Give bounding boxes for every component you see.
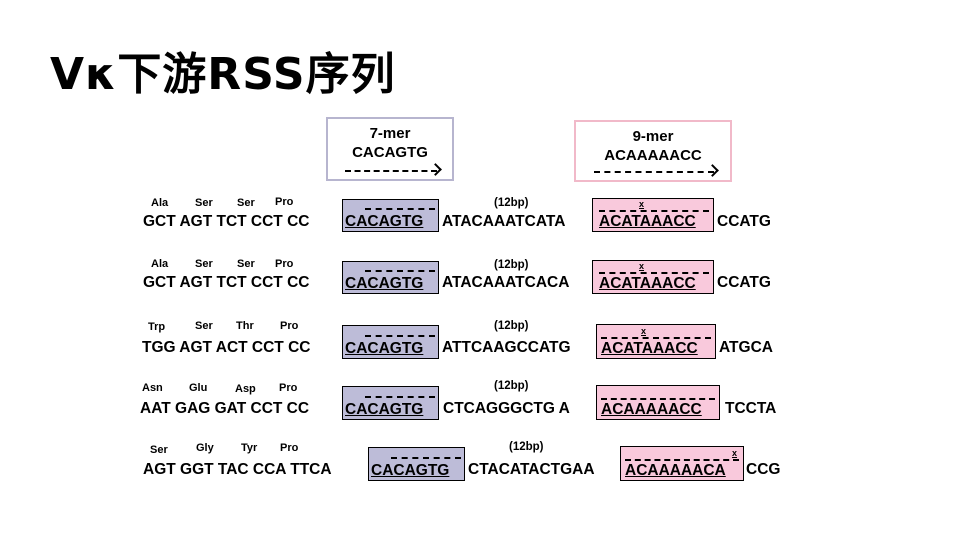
nonamer-box: x ACAAAAACA xyxy=(620,446,744,481)
aa-label: Thr xyxy=(236,320,254,332)
spacer-sequence: ATACAAATCATA xyxy=(442,213,566,230)
heptamer-seq: CACAGTG xyxy=(345,275,424,292)
aa-label: Ser xyxy=(150,444,168,456)
aa-label: Glu xyxy=(189,382,208,394)
mismatch-mark: x xyxy=(732,448,738,458)
heptamer-box: CACAGTG xyxy=(342,261,439,294)
heptamer-seq: CACAGTG xyxy=(345,213,424,230)
mismatch-mark: x xyxy=(639,199,645,209)
aa-label: Trp xyxy=(148,321,166,333)
coding-sequence: AAT GAG GAT CCT CC xyxy=(140,400,310,417)
nonamer-legend-name: 9-mer xyxy=(632,128,674,145)
spacer-label: (12bp) xyxy=(494,259,529,271)
heptamer-legend-seq: CACAGTG xyxy=(352,144,428,161)
nonamer-box: x ACATAAACC xyxy=(596,324,716,359)
aa-label: Ser xyxy=(195,320,213,332)
aa-label: Ser xyxy=(195,258,213,270)
sequence-row-1: Ala Ser Ser Pro GCT AGT TCT CCT CC CACAG… xyxy=(0,196,980,252)
heptamer-dash xyxy=(365,396,435,398)
heptamer-dash xyxy=(391,457,461,459)
downstream-sequence: CCG xyxy=(746,461,781,478)
nonamer-dash xyxy=(599,210,709,212)
heptamer-legend-name: 7-mer xyxy=(369,125,411,142)
heptamer-dash xyxy=(365,270,435,272)
downstream-sequence: CCATG xyxy=(717,274,771,291)
downstream-sequence: TCCTA xyxy=(725,400,777,417)
mismatch-mark: x xyxy=(639,261,645,271)
aa-label: Pro xyxy=(279,382,298,394)
heptamer-arrow-icon xyxy=(345,170,437,172)
heptamer-box: CACAGTG xyxy=(342,386,439,420)
spacer-sequence: ATACAAATCACA xyxy=(442,274,570,291)
nonamer-legend-seq: ACAAAAACC xyxy=(604,147,702,164)
spacer-sequence: ATTCAAGCCATG xyxy=(442,339,571,356)
coding-sequence: GCT AGT TCT CCT CC xyxy=(143,274,310,291)
aa-label: Ala xyxy=(151,197,169,209)
heptamer-box: CACAGTG xyxy=(342,325,439,359)
nonamer-seq: ACATAAACC xyxy=(601,340,698,357)
downstream-sequence: ATGCA xyxy=(719,339,773,356)
sequence-row-5: Ser Gly Tyr Pro AGT GGT TAC CCA TTCA CAC… xyxy=(0,441,980,497)
coding-sequence: AGT GGT TAC CCA TTCA xyxy=(143,461,332,478)
heptamer-seq: CACAGTG xyxy=(345,401,424,418)
heptamer-box: CACAGTG xyxy=(342,199,439,232)
aa-label: Ser xyxy=(195,197,213,209)
nonamer-box: x ACATAAACC xyxy=(592,198,714,232)
aa-label: Tyr xyxy=(241,442,258,454)
coding-sequence: TGG AGT ACT CCT CC xyxy=(142,339,311,356)
aa-label: Ser xyxy=(237,197,255,209)
mismatch-mark: x xyxy=(641,326,647,336)
spacer-sequence: CTACATACTGAA xyxy=(468,461,595,478)
nonamer-dash xyxy=(625,459,739,461)
aa-label: Pro xyxy=(275,196,294,208)
aa-label: Pro xyxy=(280,320,299,332)
aa-label: Asp xyxy=(235,383,256,395)
nonamer-seq: ACATAAACC xyxy=(599,213,696,230)
nonamer-box: ACAAAAACC xyxy=(596,385,720,420)
aa-label: Pro xyxy=(280,442,299,454)
aa-label: Ser xyxy=(237,258,255,270)
heptamer-box: CACAGTG xyxy=(368,447,465,481)
nonamer-dash xyxy=(601,398,715,400)
sequence-row-4: Asn Glu Asp Pro AAT GAG GAT CCT CC CACAG… xyxy=(0,380,980,436)
nonamer-seq: ACATAAACC xyxy=(599,275,696,292)
nonamer-box: x ACATAAACC xyxy=(592,260,714,294)
heptamer-seq: CACAGTG xyxy=(345,340,424,357)
aa-label: Asn xyxy=(142,382,163,394)
heptamer-dash xyxy=(365,208,435,210)
sequence-row-2: Ala Ser Ser Pro GCT AGT TCT CCT CC CACAG… xyxy=(0,258,980,314)
sequence-row-3: Trp Ser Thr Pro TGG AGT ACT CCT CC CACAG… xyxy=(0,319,980,375)
spacer-label: (12bp) xyxy=(494,197,529,209)
downstream-sequence: CCATG xyxy=(717,213,771,230)
aa-label: Pro xyxy=(275,258,294,270)
nonamer-seq: ACAAAAACA xyxy=(625,462,726,479)
nonamer-dash xyxy=(601,337,711,339)
heptamer-legend-box: 7-mer CACAGTG xyxy=(326,117,454,181)
heptamer-dash xyxy=(365,335,435,337)
aa-label: Gly xyxy=(196,442,214,454)
nonamer-arrow-icon xyxy=(594,171,714,173)
heptamer-seq: CACAGTG xyxy=(371,462,450,479)
nonamer-legend-box: 9-mer ACAAAAACC xyxy=(574,120,732,182)
nonamer-dash xyxy=(599,272,709,274)
spacer-sequence: CTCAGGGCTG A xyxy=(443,400,570,417)
spacer-label: (12bp) xyxy=(494,320,529,332)
spacer-label: (12bp) xyxy=(494,380,529,392)
page-title: Vκ下游RSS序列 xyxy=(50,49,396,100)
aa-label: Ala xyxy=(151,258,169,270)
coding-sequence: GCT AGT TCT CCT CC xyxy=(143,213,310,230)
nonamer-seq: ACAAAAACC xyxy=(601,401,702,418)
spacer-label: (12bp) xyxy=(509,441,544,453)
